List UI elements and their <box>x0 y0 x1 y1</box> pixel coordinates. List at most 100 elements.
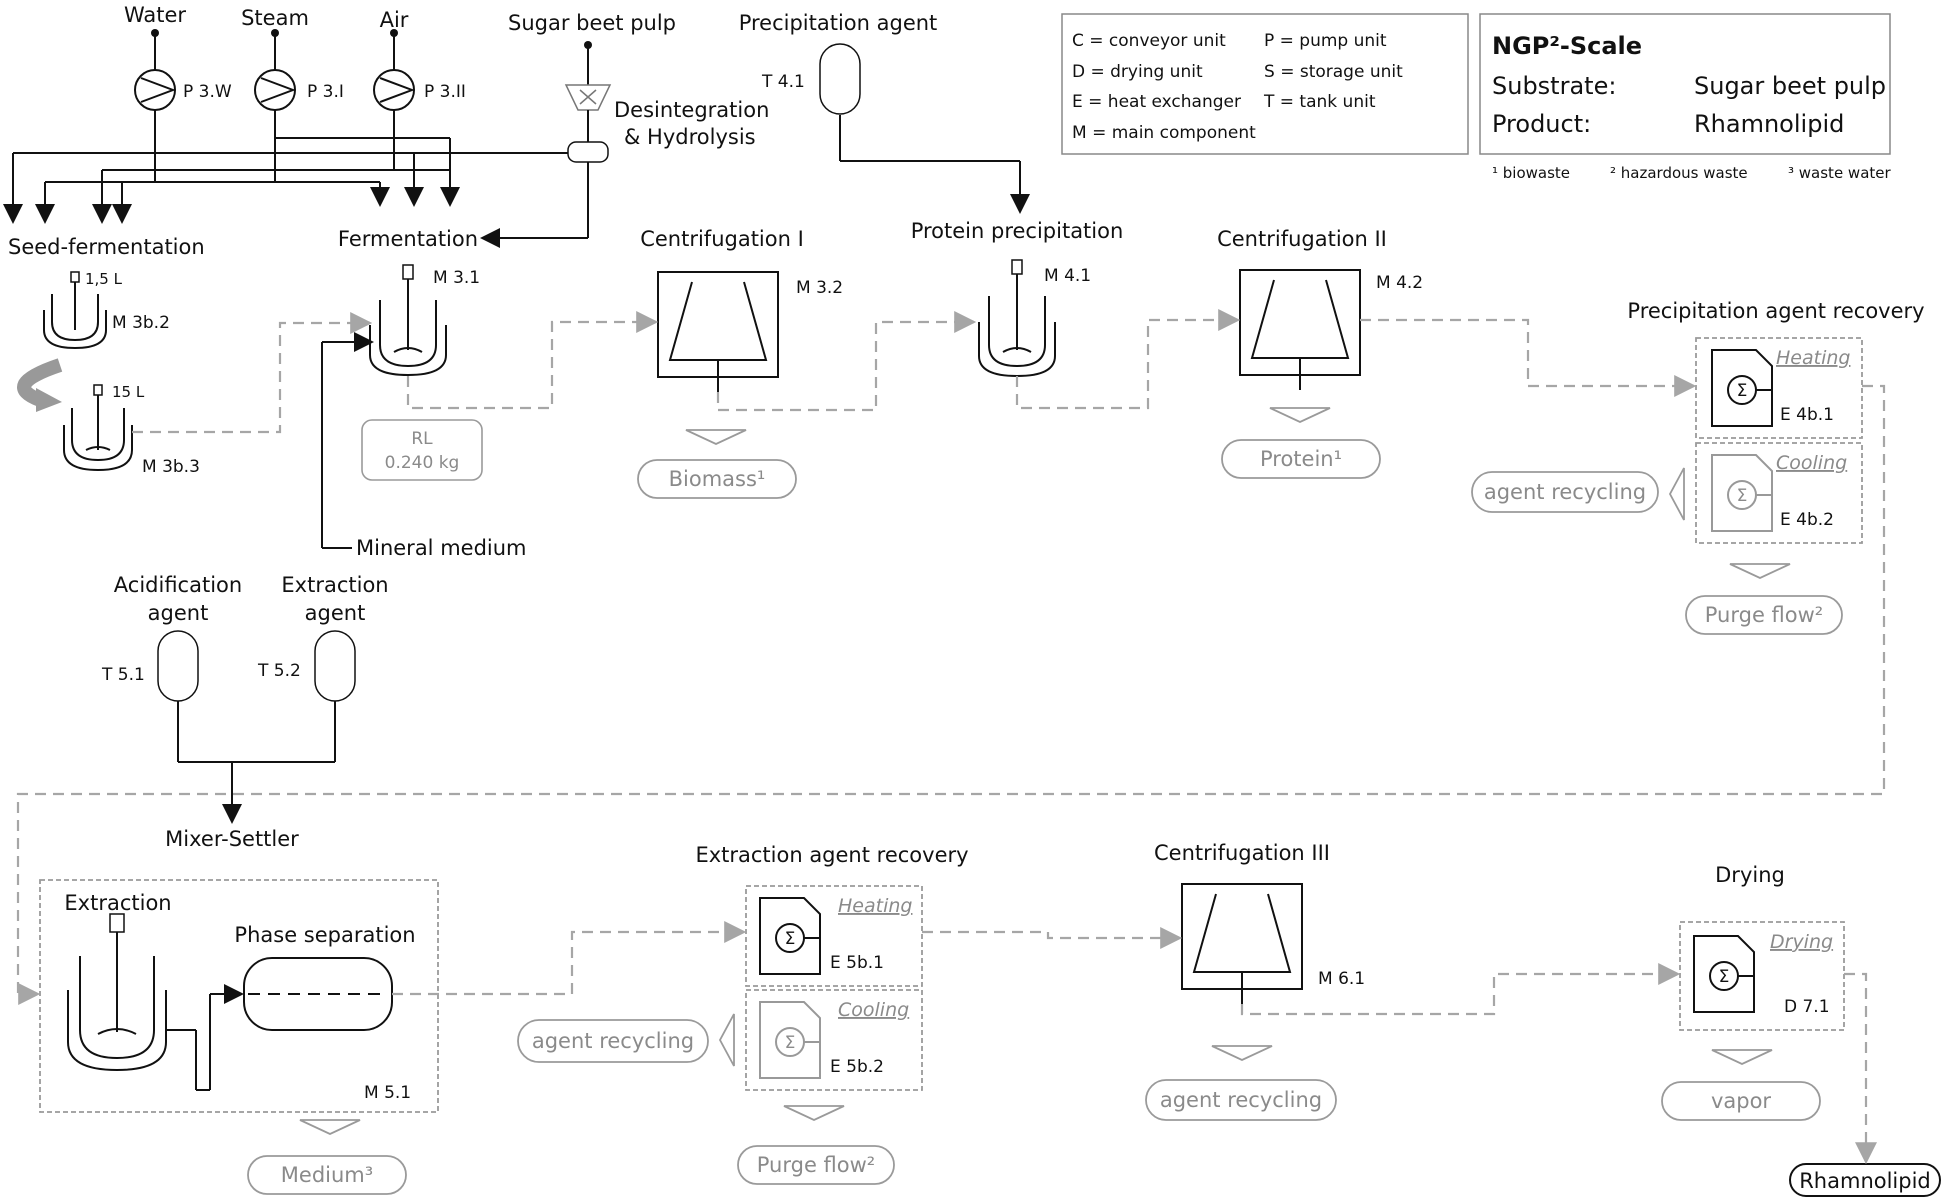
input-steam: Steam <box>241 6 309 30</box>
protein-precipitation-title: Protein precipitation <box>911 219 1124 243</box>
centrifugation-3-title: Centrifugation III <box>1154 841 1330 865</box>
unit-id: D 7.1 <box>1784 997 1830 1017</box>
precip-recovery-title: Precipitation agent recovery <box>1627 299 1924 323</box>
precipitator-m41: M 4.1 <box>978 259 1091 378</box>
output-agent-recycling-2: agent recycling <box>517 1019 709 1063</box>
hydrolysis-label: & Hydrolysis <box>624 125 756 149</box>
output-triangle-icon <box>685 429 747 445</box>
step-label: Cooling <box>838 999 909 1021</box>
legend-box: C = conveyor unit D = drying unit E = he… <box>1061 13 1469 155</box>
input-mineral-medium: Mineral medium <box>356 536 527 560</box>
output-label: agent recycling <box>1484 480 1646 504</box>
pump-air: P 3.II <box>373 69 466 111</box>
heat-exchanger-e4b2: Σ Cooling E 4b.2 <box>1695 442 1863 544</box>
sigma-icon: Σ <box>1719 967 1730 987</box>
output-triangle-icon <box>783 1105 845 1121</box>
footnote-hazardous: ² hazardous waste <box>1610 164 1748 182</box>
unit-id: M 6.1 <box>1318 969 1365 989</box>
centrifugation-2-title: Centrifugation II <box>1217 227 1387 251</box>
legend-item: T = tank unit <box>1263 92 1376 112</box>
output-agent-recycling-3: agent recycling <box>1145 1079 1337 1121</box>
input-extraction: agent <box>305 601 366 625</box>
unit-id: M 3.1 <box>433 268 480 288</box>
extraction-reactor <box>67 913 167 1072</box>
output-biomass: Biomass¹ <box>637 459 797 499</box>
output-agent-recycling-1: agent recycling <box>1471 471 1659 513</box>
utility-lines <box>3 29 1030 824</box>
tank-t51: T 5.1 <box>101 630 199 702</box>
seed-id: M 3b.2 <box>112 313 170 333</box>
transfer-arrow-icon <box>17 358 63 407</box>
input-water: Water <box>124 3 186 27</box>
sigma-icon: Σ <box>1737 381 1748 401</box>
heat-exchanger-e5b2: Σ Cooling E 5b.2 <box>745 989 923 1091</box>
rl-yield-box: RL 0.240 kg <box>361 419 483 481</box>
tank-t41: T 4.1 <box>761 43 861 115</box>
footnote-wastewater: ³ waste water <box>1788 164 1892 182</box>
fermenter-m31: M 3.1 <box>369 264 480 377</box>
mixer-settler-title: Mixer-Settler <box>165 827 299 851</box>
product-label: Rhamnolipid <box>1799 1169 1931 1193</box>
input-air: Air <box>380 8 409 32</box>
tank-t52: T 5.2 <box>257 630 356 702</box>
pump-steam: P 3.I <box>254 69 344 111</box>
step-label: Drying <box>1770 931 1833 953</box>
output-label: Biomass¹ <box>669 467 766 491</box>
heat-exchanger-e4b1: Σ Heating E 4b.1 <box>1695 337 1863 439</box>
unit-id: M 4.2 <box>1376 273 1423 293</box>
phase-separation-label: Phase separation <box>234 923 415 947</box>
output-label: Purge flow² <box>757 1153 875 1177</box>
pump-label: P 3.W <box>183 82 232 102</box>
sigma-icon: Σ <box>785 1033 796 1053</box>
scale-box: NGP²-Scale Substrate: Sugar beet pulp Pr… <box>1479 13 1891 155</box>
unit-id: M 5.1 <box>364 1083 411 1103</box>
output-label: vapor <box>1711 1089 1771 1113</box>
output-label: agent recycling <box>1160 1088 1322 1112</box>
transfer-arrowhead-icon <box>36 388 62 412</box>
seed-volume: 1,5 L <box>85 270 123 288</box>
unit-id: E 4b.1 <box>1780 405 1834 425</box>
input-acidification: Acidification <box>114 573 242 597</box>
dryer-d71: Σ Drying D 7.1 <box>1679 921 1845 1031</box>
seed-reactor-small: 1,5 L M 3b.2 <box>43 270 170 350</box>
output-triangle-icon <box>1211 1045 1273 1061</box>
centrifuge-m61: M 6.1 <box>1181 883 1365 1004</box>
sigma-icon: Σ <box>785 929 796 949</box>
input-sugar-beet-pulp: Sugar beet pulp <box>508 11 676 35</box>
centrifuge-m32: M 3.2 <box>657 271 843 392</box>
process-flow-lines <box>16 309 1886 1165</box>
output-triangle-icon <box>1668 467 1685 521</box>
output-protein: Protein¹ <box>1221 439 1381 479</box>
extraction-label: Extraction <box>64 891 171 915</box>
extraction-recovery-title: Extraction agent recovery <box>695 843 968 867</box>
seed-volume: 15 L <box>112 383 145 401</box>
phase-separator <box>243 957 393 1031</box>
seed-id: M 3b.3 <box>142 457 200 477</box>
step-label: Heating <box>838 895 912 917</box>
output-label: Protein¹ <box>1260 447 1342 471</box>
output-label: Medium³ <box>281 1163 373 1187</box>
legend-item: P = pump unit <box>1264 31 1387 51</box>
hydrolysis-label: Desintegration <box>614 98 769 122</box>
input-acidification: agent <box>148 601 209 625</box>
rl-label: RL <box>411 429 433 449</box>
fermentation-title: Fermentation <box>338 227 478 251</box>
legend-item: D = drying unit <box>1072 62 1203 82</box>
pump-label: P 3.II <box>424 82 466 102</box>
tank-label: T 5.2 <box>257 661 301 681</box>
rl-value: 0.240 kg <box>385 453 460 473</box>
legend-item: C = conveyor unit <box>1072 31 1226 51</box>
output-medium: Medium³ <box>247 1155 407 1195</box>
output-triangle-icon <box>718 1013 735 1067</box>
unit-id: E 4b.2 <box>1780 510 1834 530</box>
output-purge-flow-1: Purge flow² <box>1685 595 1843 635</box>
tank-label: T 5.1 <box>101 665 145 685</box>
substrate-label: Substrate: <box>1492 72 1616 100</box>
unit-id: M 3.2 <box>796 278 843 298</box>
heat-exchanger-e5b1: Σ Heating E 5b.1 <box>745 885 923 987</box>
input-extraction: Extraction <box>281 573 388 597</box>
step-label: Heating <box>1776 347 1850 369</box>
output-label: Purge flow² <box>1705 603 1823 627</box>
product-label: Product: <box>1492 110 1591 138</box>
